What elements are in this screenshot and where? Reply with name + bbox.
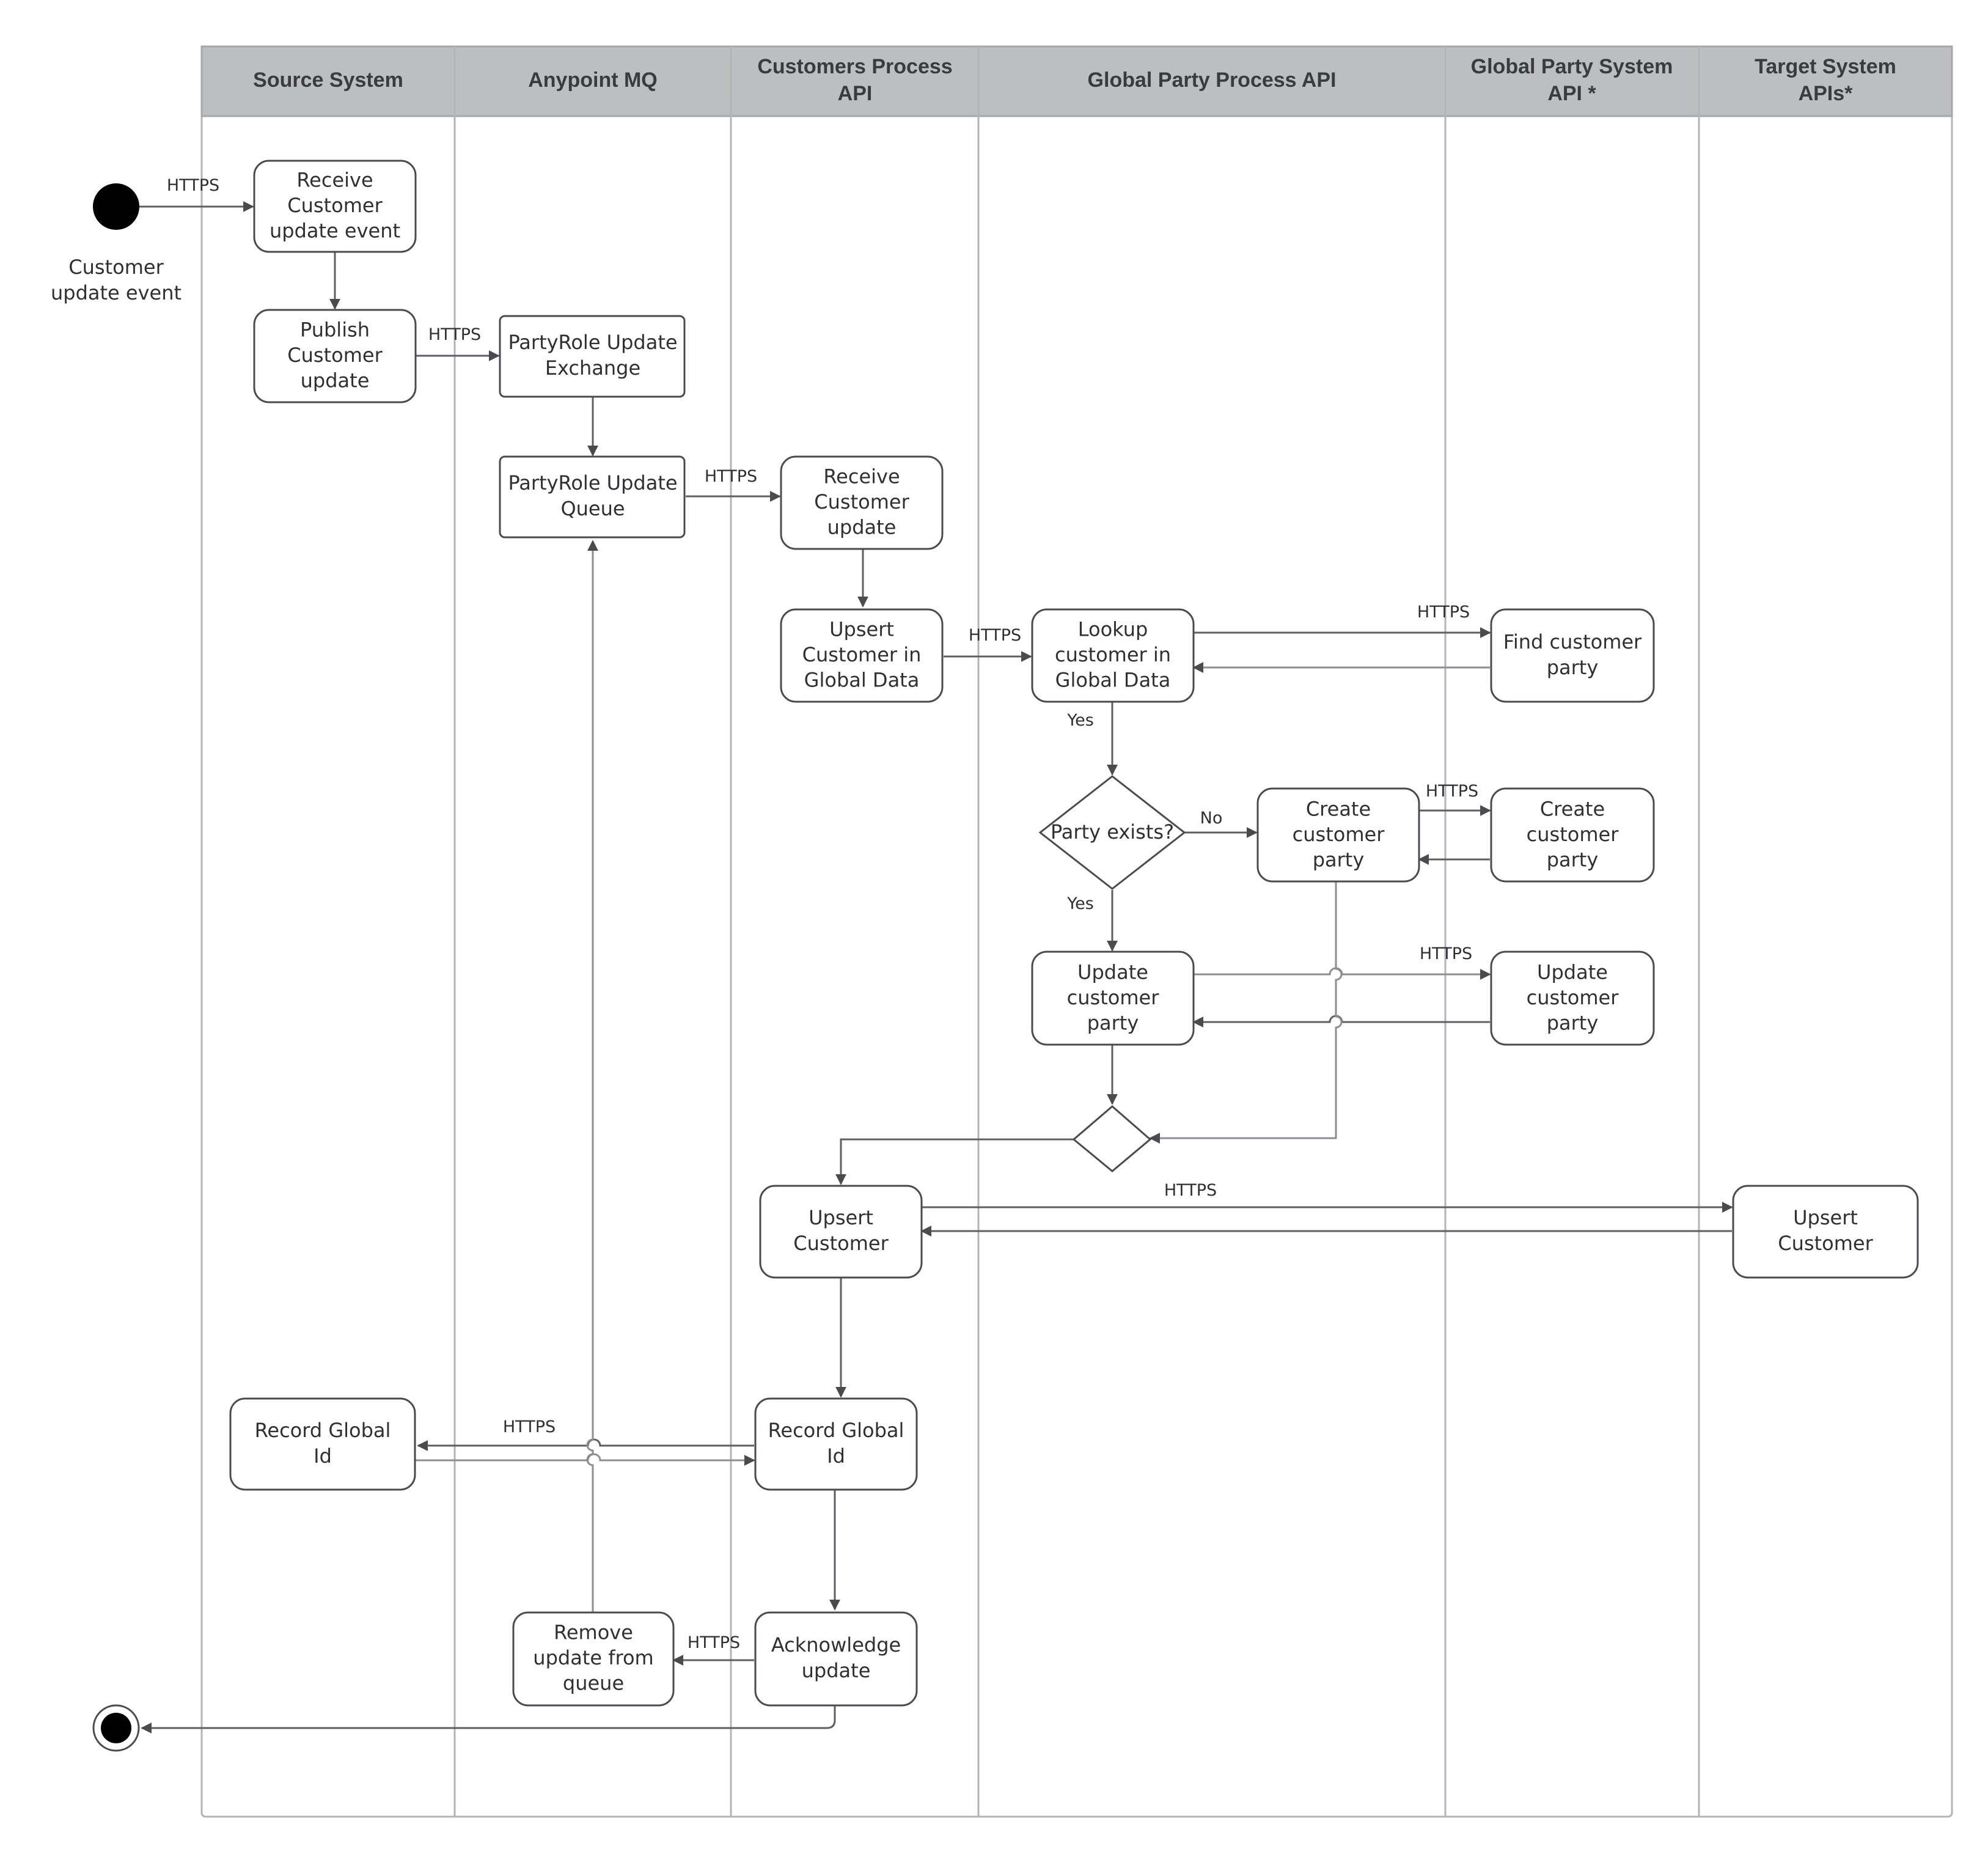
- edge-remove-to-queue: [586, 540, 598, 1612]
- end-node: [92, 1704, 140, 1752]
- edge-label-https: HTTPS: [503, 1418, 556, 1436]
- swimlane-frame: [200, 45, 1953, 1818]
- edge-create-to-merge: [1149, 881, 1343, 1144]
- edge-label-https: HTTPS: [167, 176, 219, 195]
- edges: [139, 201, 1733, 1734]
- edge-label-yes: Yes: [1066, 894, 1094, 913]
- svg-text:Party exists?: Party exists?: [1051, 820, 1174, 844]
- edge-label-https: HTTPS: [705, 467, 757, 486]
- lane-header-global-party-process-api: Global Party Process API: [1088, 68, 1337, 92]
- start-node: [93, 183, 139, 230]
- edge-label-https: HTTPS: [1417, 603, 1470, 622]
- edge-label-https: HTTPS: [1420, 944, 1472, 963]
- edge-label-https: HTTPS: [1426, 782, 1478, 801]
- edge-label-https: HTTPS: [969, 626, 1021, 645]
- merge-node: [1072, 1105, 1152, 1172]
- lane-header-anypoint-mq: Anypoint MQ: [528, 68, 658, 92]
- edge-label-https: HTTPS: [1164, 1181, 1217, 1200]
- decision-party-exists: Party exists?: [1038, 775, 1186, 890]
- edge-label-https: HTTPS: [428, 325, 481, 344]
- lane-header-source-system: Source System: [253, 68, 403, 92]
- edge-label-no: No: [1200, 809, 1223, 828]
- edge-label-yes: Yes: [1066, 711, 1094, 730]
- edge-merge-to-upsert-customer: [835, 1138, 1074, 1185]
- edge-acknowledge-to-end: [141, 1705, 836, 1734]
- edge-label-https: HTTPS: [688, 1633, 740, 1652]
